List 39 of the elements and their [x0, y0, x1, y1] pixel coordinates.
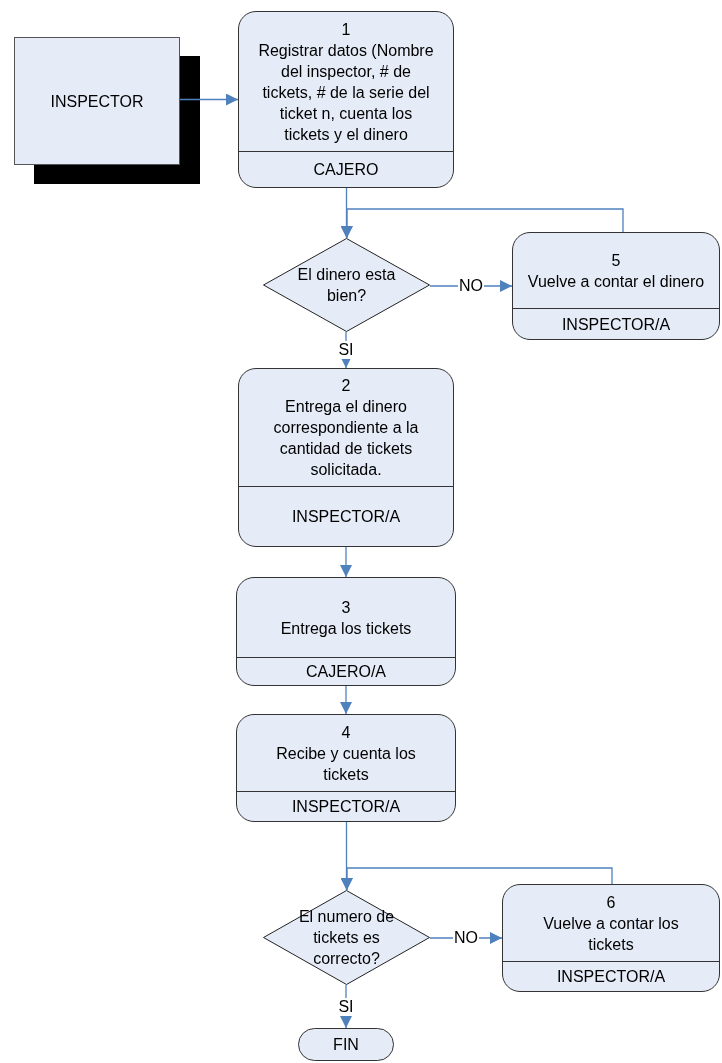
step-number: 6 [606, 892, 616, 913]
terminal-box [298, 1028, 394, 1061]
process-box [238, 11, 454, 188]
arrow [341, 867, 613, 891]
process-box [236, 577, 456, 686]
role-label: CAJERO [313, 160, 379, 180]
arrow [179, 93, 239, 106]
step-text: Recibe y cuenta los tickets [275, 743, 417, 785]
step-number: 4 [341, 722, 351, 743]
role-label: INSPECTOR/A [556, 967, 666, 987]
actor-box [14, 37, 180, 165]
role-label: INSPECTOR/A [291, 507, 401, 527]
decision-diamond [263, 238, 430, 332]
arrow [340, 546, 352, 578]
step-text: Vuelve a contar los tickets [542, 913, 680, 955]
process-box [512, 232, 720, 340]
role-label: INSPECTOR/A [561, 314, 671, 335]
step-number: 1 [341, 19, 351, 40]
role-label: CAJERO/A [306, 662, 386, 682]
process-box [502, 884, 720, 992]
decision-text: El dinero esta bien? [297, 266, 396, 304]
step-text: Vuelve a contar el dinero [527, 271, 705, 292]
step-number: 3 [341, 597, 351, 618]
step-text: Registrar datos (Nombre del inspector, # de tickets, # de la serie del ticket n, cuenta los tickets y el dinero [257, 40, 435, 145]
terminal-label: FIN [333, 1035, 359, 1055]
step-number: 2 [341, 376, 351, 396]
step-text: Entrega el dinero correspondiente a la cantidad de tickets solicitada. [272, 397, 420, 480]
arrow [340, 685, 352, 715]
process-box [238, 368, 454, 547]
role-label: INSPECTOR/A [291, 797, 401, 817]
arrow [341, 208, 624, 239]
decision-diamond [263, 890, 430, 985]
edge-label: SI [337, 341, 355, 359]
process-box [236, 714, 456, 822]
edge-label: SI [337, 997, 355, 1016]
step-number: 5 [611, 250, 621, 271]
actor-label: INSPECTOR [50, 91, 144, 112]
decision-text: El numero de tickets es correcto? [298, 908, 395, 967]
step-text: Entrega los tickets [280, 618, 412, 639]
